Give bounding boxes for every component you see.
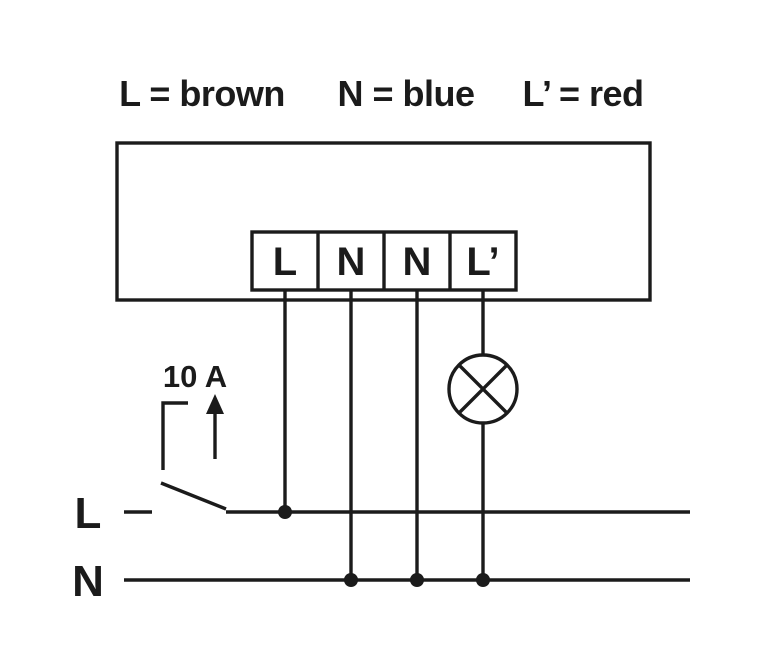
device-outline (115, 141, 652, 302)
lamp-icon (447, 353, 519, 425)
terminal-label-n1: N (337, 240, 366, 284)
junction-dot (278, 505, 292, 519)
legend-item-neutral: N = blue (337, 73, 474, 114)
terminal-label-l: L (273, 240, 297, 284)
legend-item-live: L = brown (119, 73, 285, 114)
arrow-head (206, 394, 224, 414)
lamp-cross-line (457, 363, 509, 415)
switch-direction-arrow-icon (206, 394, 224, 459)
diagram-linework (115, 141, 690, 587)
junction-dot (344, 573, 358, 587)
legend-item-switched-live: L’ = red (522, 73, 643, 114)
lamp-circle (447, 353, 519, 425)
terminal-label-n2: N (403, 240, 432, 284)
switch-actuator-bracket (161, 401, 188, 470)
junction-dot (410, 573, 424, 587)
terminal-label-switched-live: L’ (466, 240, 499, 284)
neutral-rail-label: N (72, 557, 104, 606)
junction-dot (476, 573, 490, 587)
switch-rating-label: 10 A (163, 359, 227, 394)
switch-blade (160, 481, 227, 511)
live-rail-label: L (75, 489, 102, 538)
